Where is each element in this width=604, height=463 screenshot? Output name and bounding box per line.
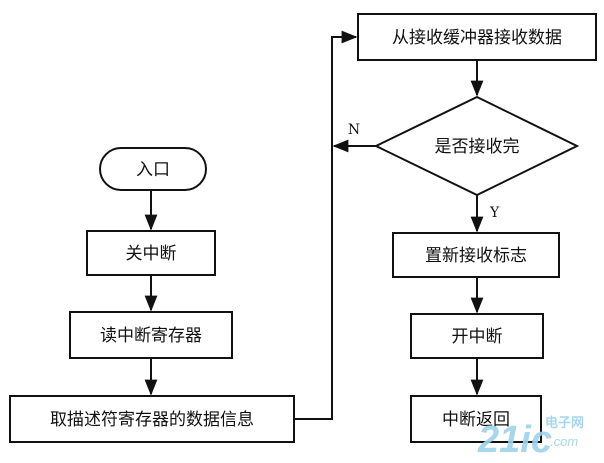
watermark-small-bottom: .com	[550, 434, 578, 449]
step-disable-interrupt-label: 关中断	[126, 244, 177, 264]
watermark-logo: 21ic 电子网 .com	[477, 415, 584, 461]
step-set-new-receive-flag: 置新接收标志	[392, 232, 560, 278]
entry-terminal: 入口	[99, 147, 207, 191]
step-fetch-descriptor-data: 取描述符寄存器的数据信息	[9, 395, 295, 443]
decision-receive-complete: 是否接收完	[373, 95, 580, 197]
step-disable-interrupt: 关中断	[86, 230, 216, 276]
step-set-new-receive-flag-label: 置新接收标志	[425, 246, 527, 266]
step-enable-interrupt-label: 开中断	[452, 327, 503, 347]
step-fetch-descriptor-data-label: 取描述符寄存器的数据信息	[50, 410, 254, 430]
watermark-small-top: 电子网	[545, 415, 584, 430]
step-interrupt-return: 中断返回	[410, 395, 542, 443]
step-read-interrupt-register-label: 读中断寄存器	[100, 326, 202, 346]
decision-receive-complete-label: 是否接收完	[435, 137, 520, 157]
step-receive-from-buffer: 从接收缓冲器接收数据	[357, 13, 597, 61]
decision-no-label: N	[348, 122, 360, 138]
arrow-step3-to-receive	[294, 30, 358, 420]
step-enable-interrupt: 开中断	[410, 313, 544, 359]
decision-yes-label: Y	[489, 205, 500, 221]
step-interrupt-return-label: 中断返回	[442, 410, 510, 430]
step-receive-from-buffer-label: 从接收缓冲器接收数据	[392, 28, 562, 48]
step-read-interrupt-register: 读中断寄存器	[69, 311, 233, 359]
watermark-big: 21ic	[477, 419, 552, 458]
entry-label: 入口	[136, 160, 170, 180]
